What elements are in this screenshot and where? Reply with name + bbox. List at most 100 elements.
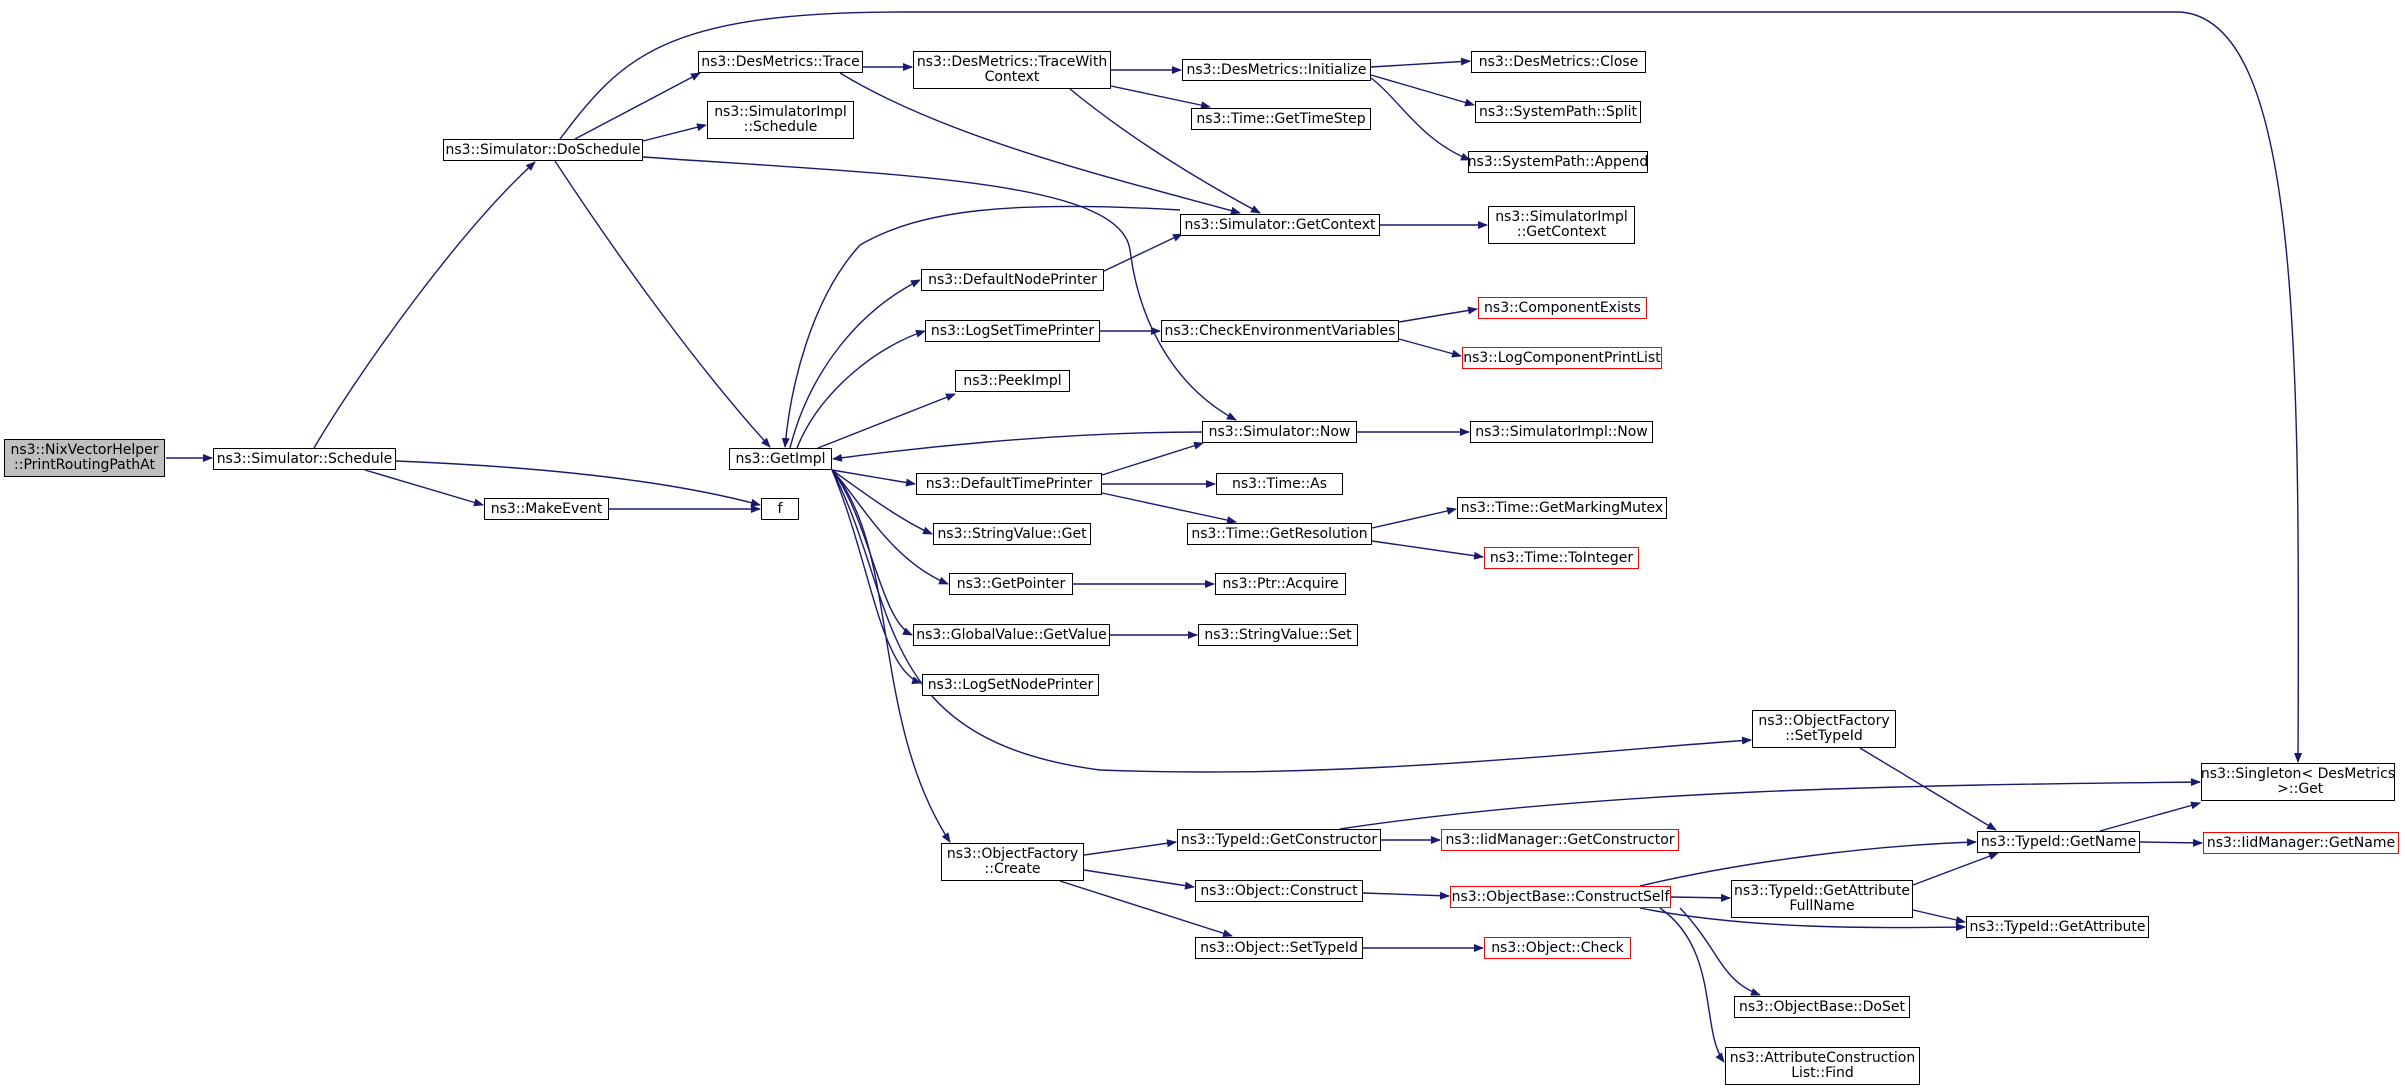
node-nixvectorhelper-printroutingpathat: ns3::NixVectorHelper ::PrintRoutingPathA… xyxy=(4,439,165,477)
node-stringvalue-get[interactable]: ns3::StringValue::Get xyxy=(933,523,1091,545)
edge-schedule-to-f xyxy=(395,460,761,507)
node-globalvalue-getvalue[interactable]: ns3::GlobalValue::GetValue xyxy=(913,624,1110,646)
node-getpointer[interactable]: ns3::GetPointer xyxy=(949,573,1073,595)
node-defaultnodeprinter[interactable]: ns3::DefaultNodePrinter xyxy=(921,269,1104,291)
edge-getimpl-to-of_create xyxy=(831,469,951,843)
edge-of_create-to-obj_construct xyxy=(1083,869,1195,890)
edge-tid_gafn-to-tid_getattr xyxy=(1912,909,1966,924)
edge-ob_cself-to-ob_doset xyxy=(1679,907,1761,996)
node-typeid-getconstructor[interactable]: ns3::TypeId::GetConstructor xyxy=(1177,829,1381,851)
node-simulator-now[interactable]: ns3::Simulator::Now xyxy=(1202,421,1357,443)
node-logsettimeprinter[interactable]: ns3::LogSetTimePrinter xyxy=(925,320,1100,342)
edge-dm_init-to-sp_append xyxy=(1370,77,1471,161)
node-logcomponentprintlist[interactable]: ns3::LogComponentPrintList xyxy=(1462,347,1662,369)
node-objectfactory-create[interactable]: ns3::ObjectFactory ::Create xyxy=(941,843,1084,881)
edge-doschedule-to-sim_now xyxy=(642,156,1237,421)
edge-tid_gafn-to-tid_getname xyxy=(1912,852,1999,886)
node-desmetrics-close[interactable]: ns3::DesMetrics::Close xyxy=(1471,51,1646,73)
edge-dm_twc-to-time_gts xyxy=(1110,85,1211,110)
edge-dm_init-to-dm_close xyxy=(1370,57,1471,68)
edge-cev-to-compexists xyxy=(1398,306,1478,323)
node-logsetnodeprinter[interactable]: ns3::LogSetNodePrinter xyxy=(922,674,1099,696)
node-time-tointeger[interactable]: ns3::Time::ToInteger xyxy=(1484,547,1639,569)
node-simulator-doschedule[interactable]: ns3::Simulator::DoSchedule xyxy=(443,139,643,161)
edge-doschedule-to-simimpl_sched xyxy=(642,123,707,142)
edge-time_getres-to-time_gmm xyxy=(1371,507,1457,529)
edge-doschedule-to-singleton xyxy=(559,11,2303,763)
edge-cev-to-logcpl xyxy=(1398,338,1462,358)
node-typeid-getname[interactable]: ns3::TypeId::GetName xyxy=(1977,831,2140,853)
edge-sim_now-to-getimpl xyxy=(832,431,1203,462)
edge-dm_twc-to-sim_getctx xyxy=(1069,88,1261,214)
edge-getimpl-to-dnp xyxy=(789,279,921,449)
edge-of_create-to-obj_settypeid xyxy=(1059,880,1233,938)
edge-obj_construct-to-ob_cself xyxy=(1362,891,1450,900)
node-simulatorimpl-getcontext[interactable]: ns3::SimulatorImpl ::GetContext xyxy=(1488,206,1635,244)
node-iidmanager-getconstructor[interactable]: ns3::IidManager::GetConstructor xyxy=(1441,829,1679,851)
node-objectbase-constructself[interactable]: ns3::ObjectBase::ConstructSelf xyxy=(1450,886,1671,908)
edge-getimpl-to-peekimpl xyxy=(817,393,956,449)
node-typeid-getattribute[interactable]: ns3::TypeId::GetAttribute xyxy=(1966,916,2149,938)
node-systempath-append[interactable]: ns3::SystemPath::Append xyxy=(1468,151,1648,173)
edge-ob_cself-to-tid_gafn xyxy=(1670,893,1731,902)
node-stringvalue-set[interactable]: ns3::StringValue::Set xyxy=(1198,624,1358,646)
node-time-getresolution[interactable]: ns3::Time::GetResolution xyxy=(1187,523,1372,545)
node-checkenvironmentvariables[interactable]: ns3::CheckEnvironmentVariables xyxy=(1161,320,1399,342)
node-desmetrics-initialize[interactable]: ns3::DesMetrics::Initialize xyxy=(1182,59,1371,81)
edge-doschedule-to-getimpl xyxy=(554,160,771,448)
edge-ob_cself-to-tid_getattr xyxy=(1639,907,1966,932)
node-time-getmarkingmutex[interactable]: ns3::Time::GetMarkingMutex xyxy=(1457,497,1667,519)
node-simulatorimpl-schedule[interactable]: ns3::SimulatorImpl ::Schedule xyxy=(707,101,854,139)
edge-tid_getname-to-singleton xyxy=(2099,801,2201,832)
node-desmetrics-tracewithcontext[interactable]: ns3::DesMetrics::TraceWith Context xyxy=(913,51,1111,89)
node-time-as[interactable]: ns3::Time::As xyxy=(1216,473,1343,495)
edge-dm_init-to-sp_split xyxy=(1370,74,1475,107)
node-systempath-split[interactable]: ns3::SystemPath::Split xyxy=(1475,101,1641,123)
node-object-construct[interactable]: ns3::Object::Construct xyxy=(1195,880,1363,902)
node-object-settypeid[interactable]: ns3::Object::SetTypeId xyxy=(1195,937,1363,959)
edge-dtp-to-time_getres xyxy=(1101,492,1237,525)
node-getimpl[interactable]: ns3::GetImpl xyxy=(729,448,832,470)
node-iidmanager-getname[interactable]: ns3::IidManager::GetName xyxy=(2203,832,2399,854)
node-componentexists[interactable]: ns3::ComponentExists xyxy=(1478,297,1647,319)
edge-getimpl-to-lsnp xyxy=(831,469,922,685)
edge-getimpl-to-lstp xyxy=(796,329,926,449)
node-f[interactable]: f xyxy=(761,498,799,520)
edge-getimpl-to-dtp xyxy=(831,469,916,487)
node-makeevent[interactable]: ns3::MakeEvent xyxy=(484,498,609,520)
edge-getimpl-to-getpointer xyxy=(831,469,949,585)
edge-doschedule-to-dm_trace xyxy=(574,72,701,140)
node-defaulttimeprinter[interactable]: ns3::DefaultTimePrinter xyxy=(916,473,1102,495)
node-ptr-acquire[interactable]: ns3::Ptr::Acquire xyxy=(1215,573,1346,595)
node-peekimpl[interactable]: ns3::PeekImpl xyxy=(955,370,1070,392)
node-object-check[interactable]: ns3::Object::Check xyxy=(1484,937,1631,959)
node-objectbase-doset[interactable]: ns3::ObjectBase::DoSet xyxy=(1734,996,1910,1018)
edge-getimpl-to-sv_get xyxy=(831,469,933,535)
node-singleton-desmetrics-get[interactable]: ns3::Singleton< DesMetrics >::Get xyxy=(2201,763,2395,801)
edge-tid_getctor-to-singleton xyxy=(1339,778,2201,830)
edge-getimpl-to-gv_getvalue xyxy=(831,469,913,636)
node-time-gettimestep[interactable]: ns3::Time::GetTimeStep xyxy=(1191,108,1371,130)
node-typeid-getattributefullname[interactable]: ns3::TypeId::GetAttribute FullName xyxy=(1731,880,1913,918)
node-objectfactory-settypeid[interactable]: ns3::ObjectFactory ::SetTypeId xyxy=(1752,710,1896,748)
edge-ob_cself-to-tid_getname xyxy=(1639,838,1977,887)
edge-schedule-to-makeevent xyxy=(364,469,484,507)
node-attributeconstructionlist-find[interactable]: ns3::AttributeConstruction List::Find xyxy=(1725,1047,1920,1085)
edge-ob_cself-to-acl_find xyxy=(1659,907,1725,1063)
edge-tid_getname-to-iid_getname xyxy=(2139,838,2203,847)
node-simulator-schedule[interactable]: ns3::Simulator::Schedule xyxy=(213,448,396,470)
edge-getimpl-to-of_settypeid xyxy=(831,469,1752,773)
edge-sim_getctx-to-getimpl xyxy=(781,205,1181,448)
edge-dm_trace-to-sim_getctx xyxy=(839,72,1241,215)
edge-schedule-to-doschedule xyxy=(313,161,536,449)
edge-of_create-to-tid_getctor xyxy=(1083,839,1177,856)
edge-time_getres-to-time_toint xyxy=(1371,540,1484,560)
edge-of_settypeid-to-tid_getname xyxy=(1859,747,1997,831)
edge-dtp-to-sim_now xyxy=(1101,441,1204,476)
node-simulator-getcontext[interactable]: ns3::Simulator::GetContext xyxy=(1180,214,1380,236)
node-desmetrics-trace[interactable]: ns3::DesMetrics::Trace xyxy=(698,51,863,73)
edge-dnp-to-sim_getctx xyxy=(1103,233,1183,272)
node-simulatorimpl-now[interactable]: ns3::SimulatorImpl::Now xyxy=(1470,421,1653,443)
